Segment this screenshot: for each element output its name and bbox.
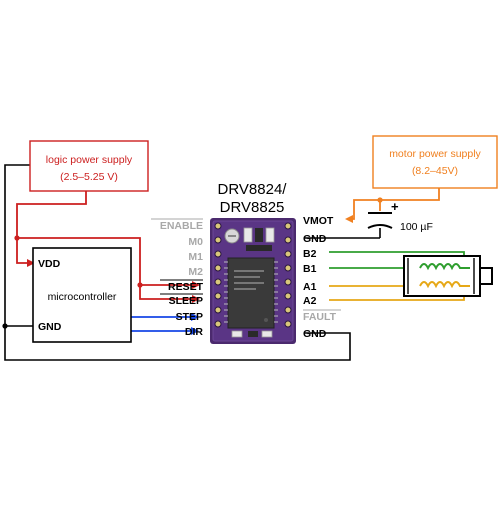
microcontroller-label: microcontroller — [48, 291, 117, 303]
left-pin-labels: ENABLE M0 M1 M2 RESET SLEEP STEP DIR — [151, 218, 204, 338]
pin-b2: B2 — [303, 248, 317, 260]
pin-gnd-top: GND — [303, 233, 327, 245]
junction-dot — [377, 197, 383, 203]
pin-dir: DIR — [185, 326, 204, 338]
capacitor-icon — [367, 212, 393, 229]
junction-dot — [14, 235, 20, 241]
pin-fault: FAULT — [303, 311, 337, 323]
pin-gnd-bottom: GND — [303, 328, 327, 340]
pin-vmot: VMOT — [303, 215, 334, 227]
pin-m1: M1 — [188, 251, 203, 263]
pin-sleep: SLEEP — [169, 295, 203, 307]
logic-wires — [16, 191, 200, 303]
junction-dot — [2, 323, 8, 329]
board-title-line2: DRV8825 — [220, 199, 285, 216]
signal-wires — [131, 313, 199, 335]
pin-a1: A1 — [303, 281, 317, 293]
pin-m0: M0 — [188, 236, 203, 248]
ground-wires — [4, 164, 381, 361]
board-title-line1: DRV8824/ — [218, 181, 288, 198]
microcontroller-box: VDD microcontroller GND — [32, 247, 132, 343]
junction-dot — [137, 282, 143, 288]
pin-a2: A2 — [303, 295, 317, 307]
pin-m2: M2 — [188, 266, 203, 278]
motor-supply-range: (8.2–45V) — [412, 165, 458, 177]
stepper-motor-icon — [403, 255, 493, 297]
pin-b1: B1 — [303, 263, 317, 275]
pin-step: STEP — [176, 311, 203, 323]
capacitor-polarity: + — [391, 199, 399, 214]
pin-reset: RESET — [168, 281, 204, 293]
logic-supply-title: logic power supply — [46, 154, 133, 166]
pin-enable: ENABLE — [160, 220, 203, 232]
logic-supply-box: logic power supply (2.5–5.25 V) — [29, 140, 149, 192]
microcontroller-vdd: VDD — [38, 258, 61, 270]
motor-supply-box: motor power supply (8.2–45V) — [372, 135, 498, 189]
right-pin-labels: VMOT GND B2 B1 A1 A2 FAULT GND — [303, 215, 341, 340]
capacitor-value: 100 µF — [400, 221, 433, 233]
motor-supply-title: motor power supply — [389, 148, 481, 160]
logic-supply-range: (2.5–5.25 V) — [60, 171, 118, 183]
microcontroller-gnd: GND — [38, 321, 62, 333]
driver-board-icon — [210, 218, 296, 344]
